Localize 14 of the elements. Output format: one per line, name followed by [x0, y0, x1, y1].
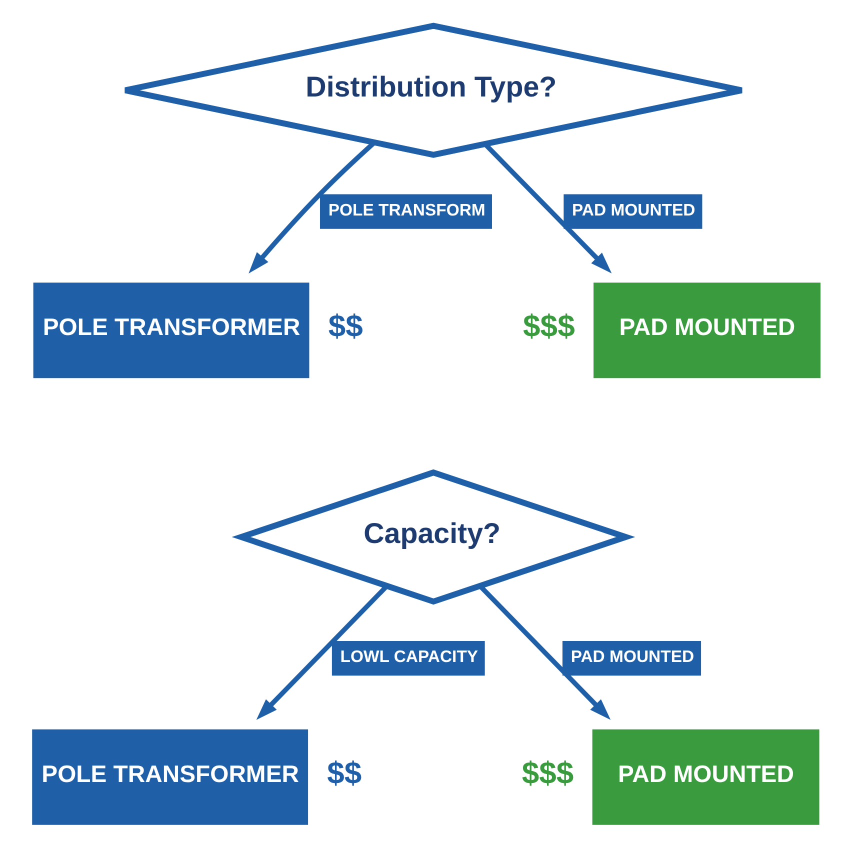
node-label: $$$ — [522, 754, 574, 790]
node-diamond: Capacity? — [232, 468, 636, 604]
node-box: PAD MOUNTED — [592, 728, 820, 824]
node-diamond: Distribution Type? — [122, 22, 745, 158]
edge-label: PAD MOUNTED — [572, 200, 696, 219]
node-box: PAD MOUNTED — [594, 282, 820, 378]
edge-label: LOWL CAPACITY — [340, 646, 478, 666]
edge-label: PAD MOUNTED — [570, 646, 694, 666]
node-box: POLE TRANSFORMER — [32, 728, 308, 824]
node-box: POLE TRANSFORMER — [33, 282, 310, 378]
node-label: $$ — [328, 308, 363, 344]
node-label: $$$ — [523, 308, 575, 344]
edge-label: POLE TRANSFORM — [328, 200, 486, 219]
node-label: $$ — [327, 754, 362, 790]
